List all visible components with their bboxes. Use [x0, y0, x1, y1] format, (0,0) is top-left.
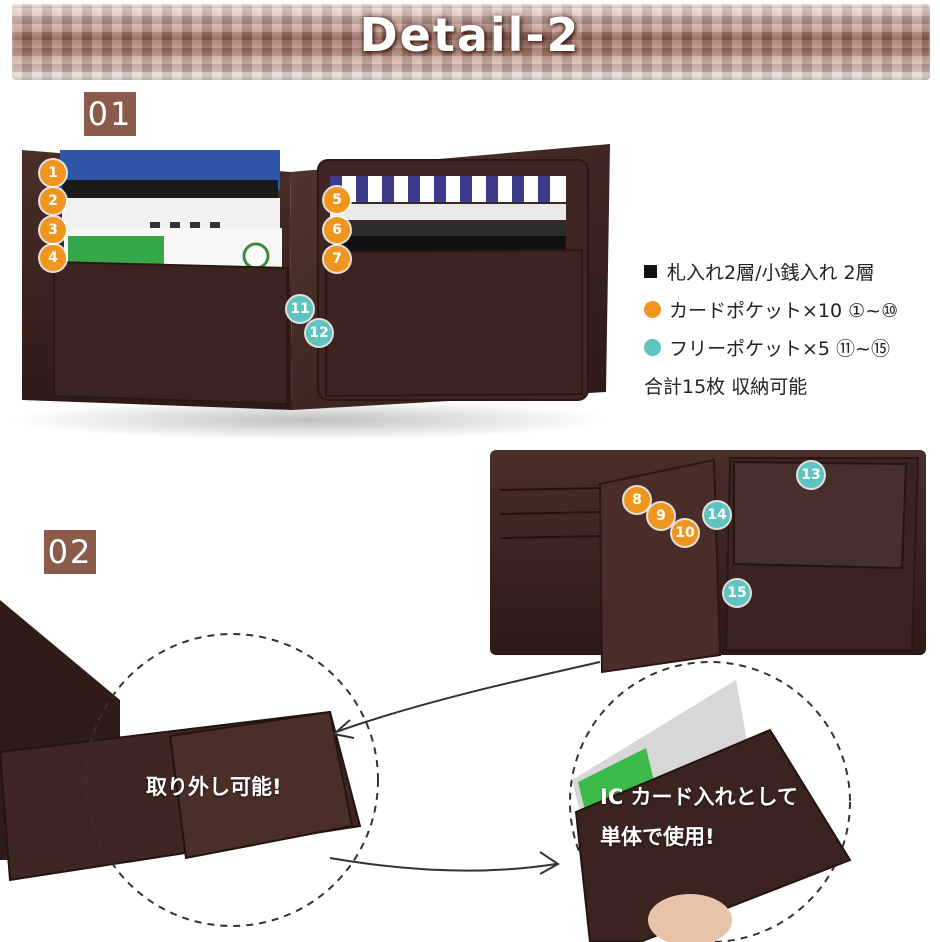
legend-card-pockets: カードポケット×10 ①~⑩ [644, 296, 898, 323]
legend-line-2: カードポケット×10 ①~⑩ [669, 300, 899, 322]
legend-bill-coin: 札入れ2層/小銭入れ 2層 [644, 258, 875, 285]
arrow-icon-top [331, 661, 601, 739]
marker-10: 10 [672, 520, 698, 546]
marker-5: 5 [324, 187, 350, 213]
ic-card-holder-photo [569, 661, 852, 942]
coin-pocket-wallet-photo [490, 450, 926, 674]
header-banner [12, 4, 930, 80]
ic-callout-line-1: IC カード入れとして [600, 785, 798, 809]
marker-1: 1 [40, 160, 66, 186]
marker-7: 7 [324, 246, 350, 272]
legend-line-3: フリーポケット×5 ⑪~⑮ [669, 338, 890, 360]
marker-3: 3 [40, 217, 66, 243]
marker-8: 8 [624, 487, 650, 513]
legend-total: 合計15枚 収納可能 [644, 372, 807, 399]
legend-line-4: 合計15枚 収納可能 [644, 376, 808, 398]
marker-14: 14 [704, 502, 730, 528]
marker-9: 9 [648, 503, 674, 529]
marker-4: 4 [40, 245, 66, 271]
arrow-icon-bottom [329, 851, 560, 875]
ic-callout-line-2: 単体で使用! [600, 825, 715, 849]
removable-card-holder-photo [0, 600, 379, 927]
section-badge-01: 01 [84, 92, 136, 136]
marker-15: 15 [724, 580, 750, 606]
square-icon [644, 265, 657, 278]
section-badge-02: 02 [44, 530, 96, 574]
orange-dot-icon [644, 301, 661, 318]
open-wallet-photo [10, 144, 610, 440]
removable-callout: 取り外し可能! [146, 775, 282, 799]
marker-11: 11 [287, 296, 313, 322]
marker-12: 12 [306, 320, 332, 346]
page-title: Detail-2 [359, 8, 581, 62]
legend-line-1: 札入れ2層/小銭入れ 2層 [667, 262, 875, 284]
marker-13: 13 [798, 462, 824, 488]
marker-6: 6 [324, 217, 350, 243]
marker-2: 2 [40, 188, 66, 214]
legend-free-pockets: フリーポケット×5 ⑪~⑮ [644, 334, 890, 361]
teal-dot-icon [644, 339, 661, 356]
